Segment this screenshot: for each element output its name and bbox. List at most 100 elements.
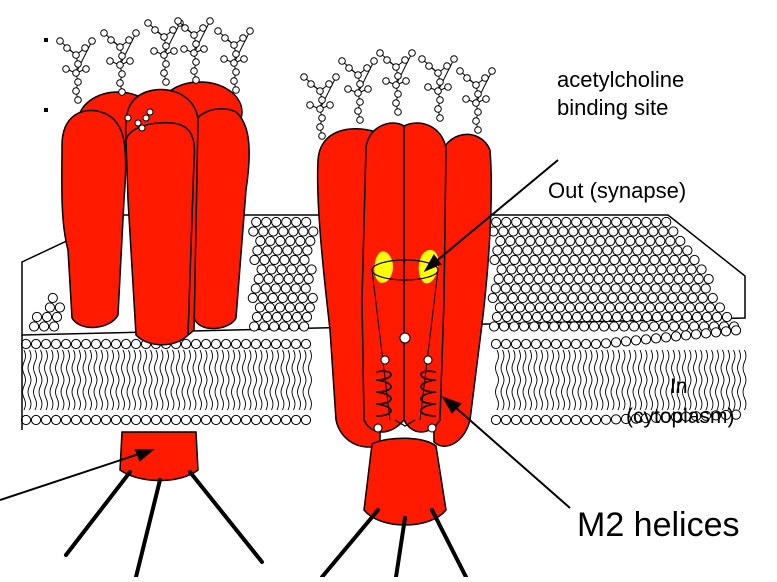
- lipid-head: [555, 303, 564, 312]
- lipid-head: [491, 339, 500, 348]
- lipid-head: [692, 312, 701, 321]
- lipid-head: [580, 322, 589, 331]
- lipid-head: [676, 236, 685, 245]
- lipid-head: [300, 255, 309, 264]
- lipid-head: [291, 339, 300, 348]
- lipid-tail: [287, 350, 290, 410]
- lipid-tail: [127, 350, 130, 410]
- label-binding-site-line1: acetylcholine: [557, 66, 684, 94]
- lipid-head: [687, 265, 696, 274]
- lipid-head: [121, 339, 130, 348]
- lipid-head: [221, 415, 230, 424]
- lipid-head: [517, 265, 526, 274]
- lipid-tail: [72, 350, 75, 410]
- lipid-tail: [265, 350, 268, 410]
- lipid-head: [121, 415, 130, 424]
- lipid-head: [665, 303, 674, 312]
- lipid-head: [530, 322, 539, 331]
- lipid-head: [551, 339, 560, 348]
- lipid-head: [91, 339, 100, 348]
- lipid-head: [684, 274, 693, 283]
- lipid-head: [494, 274, 503, 283]
- lipid-head: [541, 415, 550, 424]
- lipid-head: [270, 322, 279, 331]
- lipid-head: [271, 339, 280, 348]
- lipid-head: [642, 217, 651, 226]
- lipid-head: [305, 303, 314, 312]
- lipid-head: [528, 293, 537, 302]
- lipid-tail: [298, 350, 301, 410]
- lipid-head: [683, 246, 692, 255]
- lipid-head: [560, 322, 569, 331]
- lipid-head: [61, 339, 70, 348]
- lipid-head: [698, 293, 707, 302]
- lipid-head: [614, 274, 623, 283]
- lipid-head: [31, 339, 40, 348]
- lipid-head: [608, 293, 617, 302]
- lipid-head: [513, 246, 522, 255]
- lipid-tail: [512, 350, 515, 410]
- lipid-head: [600, 255, 609, 264]
- lipid-tail: [155, 350, 158, 410]
- lipid-head: [493, 246, 502, 255]
- lipid-head: [651, 284, 660, 293]
- lipid-head: [55, 303, 64, 312]
- lipid-head: [620, 255, 629, 264]
- lipid-head: [622, 312, 631, 321]
- lipid-head: [659, 227, 668, 236]
- lipid-head: [593, 246, 602, 255]
- lipid-head: [635, 303, 644, 312]
- lipid-head: [279, 227, 288, 236]
- lipid-head: [302, 217, 311, 226]
- lipid-head: [712, 312, 721, 321]
- lipid-head: [641, 335, 650, 344]
- lipid-head: [627, 265, 636, 274]
- glycan-chain: [57, 38, 96, 104]
- lipid-head: [249, 227, 258, 236]
- lipid-head: [626, 236, 635, 245]
- lipid-head: [622, 217, 631, 226]
- lipid-head: [280, 255, 289, 264]
- lipid-head: [584, 274, 593, 283]
- lipid-head: [562, 217, 571, 226]
- lipid-head: [505, 303, 514, 312]
- lipid-head: [500, 322, 509, 331]
- lipid-head: [48, 293, 57, 302]
- lipid-tail: [496, 350, 499, 410]
- lipid-head: [630, 255, 639, 264]
- lipid-head: [579, 227, 588, 236]
- lipid-head: [652, 312, 661, 321]
- lipid-head: [695, 303, 704, 312]
- label-m2-helices: M2 helices: [577, 508, 740, 542]
- lipid-head: [545, 303, 554, 312]
- lipid-tail: [166, 350, 169, 410]
- glycan-chain: [419, 56, 458, 122]
- lipid-head: [61, 415, 70, 424]
- lipid-tail: [743, 350, 746, 410]
- lipid-head: [656, 236, 665, 245]
- label-out-synapse: Out (synapse): [548, 180, 686, 202]
- lipid-head: [285, 303, 294, 312]
- lipid-head: [685, 303, 694, 312]
- lipid-head: [256, 236, 265, 245]
- lipid-head: [704, 274, 713, 283]
- lipid-tail: [78, 350, 81, 410]
- lipid-head: [670, 255, 679, 264]
- lipid-head: [490, 322, 499, 331]
- lipid-head: [275, 303, 284, 312]
- lipid-head: [563, 246, 572, 255]
- lipid-head: [586, 236, 595, 245]
- lipid-head: [681, 284, 690, 293]
- lipid-head: [598, 293, 607, 302]
- lipid-head: [590, 255, 599, 264]
- lipid-head: [265, 303, 274, 312]
- lipid-head: [111, 339, 120, 348]
- lipid-head: [551, 415, 560, 424]
- lipid-tail: [540, 350, 543, 410]
- lipid-head: [544, 274, 553, 283]
- lipid-head: [491, 415, 500, 424]
- lipid-head: [613, 246, 622, 255]
- lipid-head: [21, 339, 30, 348]
- lipid-head: [585, 303, 594, 312]
- lipid-head: [631, 284, 640, 293]
